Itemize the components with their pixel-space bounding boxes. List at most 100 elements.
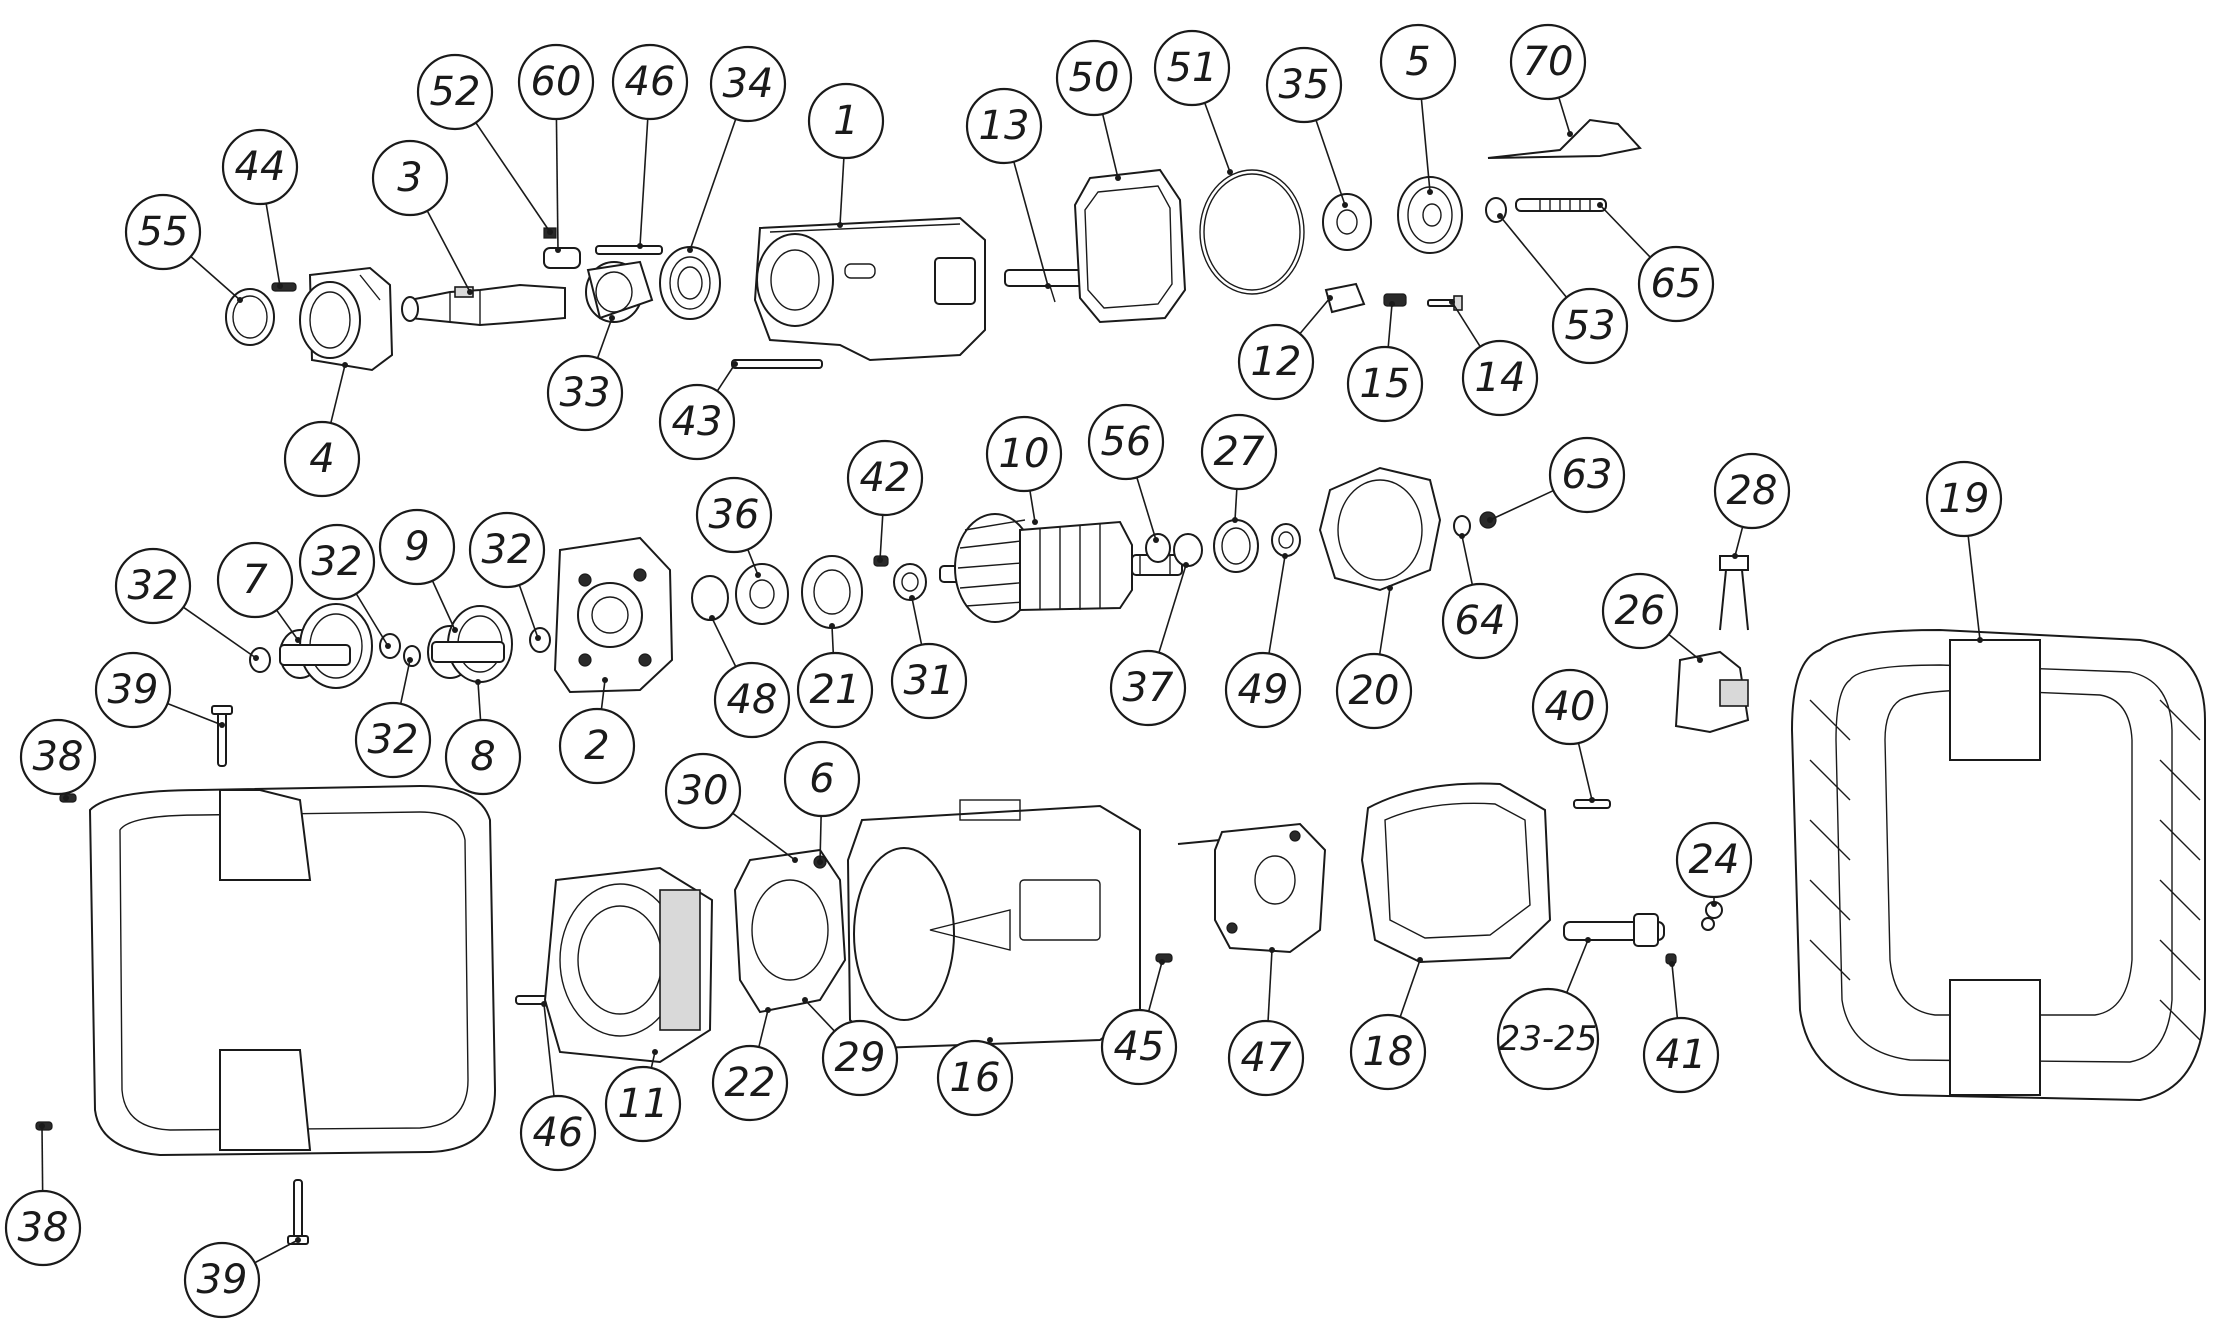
callout-43: 43: [658, 383, 736, 461]
leader-line-44: [265, 203, 281, 287]
leader-line-9: [431, 580, 456, 631]
leader-anchor-16: [987, 1037, 993, 1043]
leader-anchor-42: [877, 557, 883, 563]
callout-circle: [378, 508, 456, 586]
callout-label: 36: [709, 492, 760, 538]
callout-label: 1: [833, 98, 858, 144]
part-ring-55: [225, 288, 275, 346]
callout-circle: [890, 642, 968, 720]
callout-label: 37: [1123, 665, 1174, 711]
leader-anchor-30: [792, 857, 798, 863]
leader-line-39: [254, 1239, 299, 1264]
callout-46: 46: [519, 1094, 597, 1172]
leader-line-53: [1499, 215, 1568, 298]
leader-line-4: [330, 364, 346, 424]
callout-label: 18: [1363, 1029, 1414, 1075]
callout-circle: [1224, 651, 1302, 729]
callout-circle: [783, 740, 861, 818]
callout-19: 19: [1925, 460, 2003, 538]
callout-circle: [283, 420, 361, 498]
callout-circle: [354, 701, 432, 779]
part-sleeve-33: [585, 260, 654, 323]
leader-anchor-49: [1282, 553, 1288, 559]
callout-8: 8: [444, 718, 522, 796]
leader-anchor-44: [277, 283, 283, 289]
leader-anchor-35: [1342, 202, 1348, 208]
leader-line-7: [275, 609, 299, 641]
callout-circle: [1637, 245, 1715, 323]
leader-anchor-5: [1427, 189, 1433, 195]
leader-anchor-20: [1387, 585, 1393, 591]
callout-label: 47: [1241, 1035, 1292, 1081]
leader-line-65: [1599, 204, 1651, 258]
callout-label: 56: [1101, 419, 1152, 465]
callout-53: 53: [1551, 287, 1629, 365]
part-bearing-36: [735, 563, 789, 625]
callout-20: 20: [1335, 652, 1413, 730]
leader-line-15: [1387, 303, 1393, 348]
leader-anchor-47: [1269, 947, 1275, 953]
callout-11: 11: [604, 1065, 682, 1143]
leader-anchor-38: [39, 1123, 45, 1129]
callout-24: 24: [1675, 821, 1753, 899]
leader-anchor-41: [1669, 961, 1675, 967]
leader-line-40: [1577, 742, 1593, 801]
callout-circle: [468, 511, 546, 589]
callout-label: 32: [128, 563, 179, 609]
part-cover-70: [1487, 118, 1642, 159]
leader-anchor-32: [407, 657, 413, 663]
callout-circle: [221, 128, 299, 206]
callout-label: 15: [1360, 361, 1411, 407]
leader-anchor-6: [817, 859, 823, 865]
callout-label: 44: [235, 144, 286, 190]
callout-label: 6: [809, 756, 834, 802]
leader-line-26: [1668, 633, 1701, 661]
callout-label: 16: [950, 1055, 1001, 1101]
leader-anchor-40: [1589, 797, 1595, 803]
leader-line-60: [555, 118, 559, 251]
callout-label: 39: [108, 667, 159, 713]
callout-circle: [1601, 572, 1679, 650]
callout-circle: [298, 523, 376, 601]
leader-anchor-65: [1597, 202, 1603, 208]
callout-circle: [1346, 345, 1424, 423]
callout-label: 23-25: [1499, 1019, 1598, 1059]
leader-line-28: [1734, 526, 1744, 557]
part-flange-housing-4: [299, 266, 394, 372]
callout-33: 33: [546, 354, 624, 432]
callout-label: 10: [999, 431, 1050, 477]
leader-anchor-1: [837, 222, 843, 228]
part-plate-21: [801, 555, 863, 629]
callout-49: 49: [1224, 651, 1302, 729]
callout-7: 7: [216, 541, 294, 619]
callout-circle: [796, 651, 874, 729]
callout-circle: [965, 87, 1043, 165]
leader-anchor-63: [1487, 517, 1493, 523]
callout-label: 29: [835, 1035, 886, 1081]
part-switch-26: [1674, 650, 1750, 734]
part-screw-44: [271, 282, 297, 292]
callout-circle: [695, 476, 773, 554]
callout-circle: [371, 139, 449, 217]
callout-circle: [1379, 23, 1457, 101]
callout-circle: [1227, 1019, 1305, 1097]
part-bearing-27: [1213, 519, 1259, 573]
part-washer-37: [1173, 533, 1203, 567]
callout-51: 51: [1153, 29, 1231, 107]
callout-circle: [664, 752, 742, 830]
callout-label: 20: [1349, 668, 1400, 714]
callout-label: 35: [1279, 62, 1330, 108]
leader-line-36: [746, 549, 759, 576]
callout-circle: [936, 1039, 1014, 1117]
leader-line-2: [600, 679, 606, 710]
callout-circle: [1153, 29, 1231, 107]
part-pin-39-top: [211, 705, 233, 767]
part-screw-43: [731, 359, 823, 369]
leader-line-30: [732, 812, 796, 861]
callout-circle: [1461, 339, 1539, 417]
leader-anchor-3: [467, 289, 473, 295]
leader-anchor-36: [755, 572, 761, 578]
callout-circle: [416, 53, 494, 131]
callout-34: 34: [709, 45, 787, 123]
